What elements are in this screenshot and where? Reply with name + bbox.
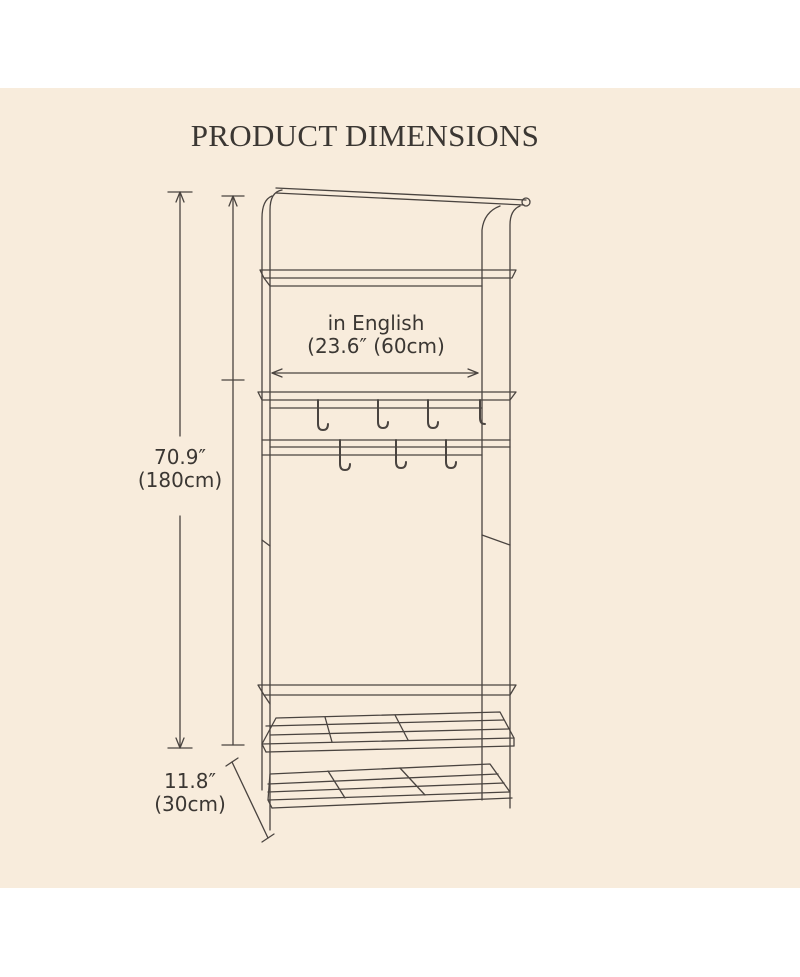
hook-1 xyxy=(317,399,329,431)
width-dimension-line xyxy=(271,368,479,378)
width-label-line2: (23.6″ (60cm) xyxy=(307,334,445,358)
page-title: PRODUCT DIMENSIONS xyxy=(190,118,540,153)
width-label: in English (23.6″ (60cm) xyxy=(286,312,466,358)
hanging-rail xyxy=(275,187,531,207)
bench-shelf xyxy=(257,684,517,705)
hook-2 xyxy=(377,399,389,429)
hook-4 xyxy=(479,399,486,425)
hook-6 xyxy=(395,439,407,469)
background-panel xyxy=(0,88,800,888)
coat-hooks xyxy=(317,399,486,471)
height-label-line2: (180cm) xyxy=(137,468,223,492)
height-dimension-line xyxy=(167,191,193,749)
hook-bars xyxy=(261,439,511,456)
hook-3 xyxy=(427,399,439,429)
depth-dimension-line xyxy=(225,757,275,843)
hook-5 xyxy=(339,439,351,471)
shoe-rack-upper xyxy=(261,711,515,753)
width-label-line1: in English xyxy=(327,311,425,335)
shoe-rack-lower xyxy=(267,763,513,809)
height-label: 70.9″ (180cm) xyxy=(120,446,240,492)
top-shelf xyxy=(259,269,517,287)
height-label-line1: 70.9″ xyxy=(153,445,206,469)
frame-posts xyxy=(261,189,521,831)
side-bars xyxy=(261,534,511,547)
depth-label-line1: 11.8″ xyxy=(163,769,216,793)
depth-label: 11.8″ (30cm) xyxy=(140,770,240,816)
side-dimension-lines xyxy=(221,195,245,746)
middle-shelf xyxy=(257,391,517,409)
depth-label-line2: (30cm) xyxy=(154,792,226,816)
hook-7 xyxy=(445,439,457,469)
